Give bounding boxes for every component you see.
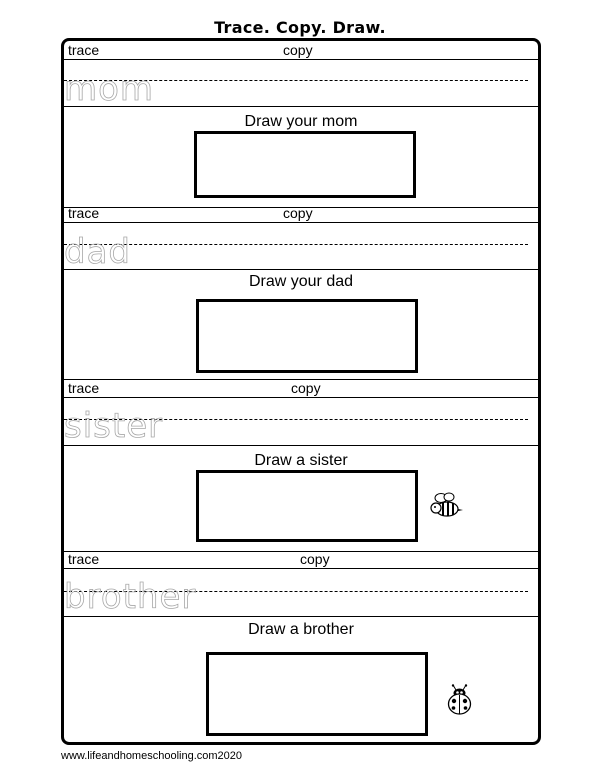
copy-label: copy xyxy=(283,42,313,58)
section-divider xyxy=(64,379,538,380)
writing-midline xyxy=(64,591,528,592)
trace-label: trace xyxy=(68,380,100,396)
copy-label: copy xyxy=(300,551,330,567)
writing-baseline xyxy=(64,616,538,617)
trace-word: dad xyxy=(64,232,131,272)
trace-label: trace xyxy=(68,205,100,221)
writing-top-line xyxy=(64,59,538,60)
writing-top-line xyxy=(64,222,538,223)
drawing-box[interactable] xyxy=(196,470,418,542)
copy-label: copy xyxy=(283,205,313,221)
writing-baseline xyxy=(64,445,538,446)
draw-title: Draw a sister xyxy=(254,452,348,469)
bee-icon xyxy=(430,492,463,517)
ladybug-icon xyxy=(447,684,472,715)
draw-title: Draw a brother xyxy=(248,621,354,638)
trace-label: trace xyxy=(68,551,100,567)
section-divider xyxy=(64,551,538,552)
drawing-box[interactable] xyxy=(194,131,416,198)
trace-word: brother xyxy=(64,577,197,617)
writing-baseline xyxy=(64,106,538,107)
drawing-box[interactable] xyxy=(196,299,418,373)
writing-midline xyxy=(64,419,528,420)
worksheet-frame xyxy=(61,38,541,745)
copy-label: copy xyxy=(291,380,321,396)
writing-midline xyxy=(64,244,528,245)
footer-credit: www.lifeandhomeschooling.com2020 xyxy=(61,750,242,762)
drawing-box[interactable] xyxy=(206,652,428,736)
writing-baseline xyxy=(64,269,538,270)
trace-word: mom xyxy=(64,69,155,109)
worksheet-title: Trace. Copy. Draw. xyxy=(214,18,386,37)
draw-title: Draw your mom xyxy=(244,113,358,130)
writing-midline xyxy=(64,80,528,81)
writing-top-line xyxy=(64,397,538,398)
trace-word: sister xyxy=(64,406,164,446)
draw-title: Draw your dad xyxy=(248,273,354,290)
trace-label: trace xyxy=(68,42,100,58)
section-divider xyxy=(64,207,538,208)
writing-top-line xyxy=(64,568,538,569)
